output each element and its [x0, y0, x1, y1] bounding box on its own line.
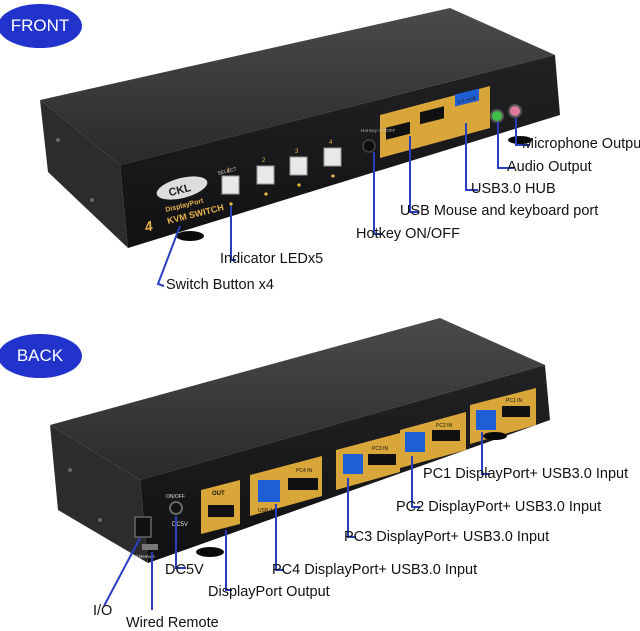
back-side-panel [50, 425, 148, 563]
led-4 [331, 174, 335, 178]
back-badge: BACK [0, 334, 82, 378]
front-top-panel [40, 8, 555, 165]
label-hotkey: Hotkey ON/OFF [356, 226, 460, 242]
audio-jack [490, 109, 504, 123]
label-dc5v: DC5V [165, 562, 204, 578]
wired-remote-small-text: Wired Remote [126, 554, 155, 559]
pc2-in-text: PC2 IN [436, 423, 453, 429]
led-3 [297, 183, 301, 187]
front-badge: FRONT [0, 4, 82, 48]
hotkey-button [362, 139, 376, 153]
label-usb-hub: USB3.0 HUB [471, 181, 556, 197]
back-top-panel [50, 318, 545, 480]
brand-text: CKL [167, 182, 192, 199]
dc5v-small-text: DC5V [172, 522, 188, 528]
label-displayport-output: DisplayPort Output [208, 584, 330, 600]
led-2 [264, 192, 268, 196]
led-1 [229, 202, 233, 206]
back-pointer-lines [103, 432, 490, 610]
usb-text-pc4: USB 3.0 [258, 508, 277, 514]
button-num-1: 1 [227, 168, 231, 174]
power-switch [134, 516, 152, 538]
front-pointer-lines [156, 118, 530, 287]
label-pc2-input: PC2 DisplayPort+ USB3.0 Input [396, 499, 602, 515]
label-switch-button: Switch Button x4 [166, 277, 274, 293]
dc-jack [169, 501, 183, 515]
pc1-in-text: PC1 IN [506, 398, 523, 404]
label-wired-remote: Wired Remote [126, 615, 219, 631]
usb-keyboard-port [420, 106, 444, 125]
switch-button-1 [221, 175, 240, 195]
label-usb-mouse-keyboard: USB Mouse and keyboard port [400, 203, 599, 219]
label-microphone-output: Microphone Output [522, 136, 640, 152]
label-pc3-input: PC3 DisplayPort+ USB3.0 Input [344, 529, 550, 545]
usb-mouse-port [386, 121, 410, 140]
button-num-4: 4 [329, 140, 333, 146]
button-num-3: 3 [295, 149, 299, 155]
label-io: I/O [93, 603, 113, 619]
ckl-logo [156, 176, 208, 200]
button-num-2: 2 [262, 158, 266, 164]
wired-remote-port [142, 544, 158, 550]
switch-button-4 [323, 147, 342, 167]
hotkey-small-text: Hot Key ON/OFF [361, 128, 396, 133]
mic-jack [508, 104, 522, 118]
front-side-panel [40, 100, 128, 248]
on-off-text: ON/OFF [166, 494, 185, 500]
out-text: OUT [212, 491, 225, 497]
switch-button-2 [256, 165, 275, 185]
label-pc4-input: PC4 DisplayPort+ USB3.0 Input [272, 562, 478, 578]
pc3-in-text: PC3 IN [372, 446, 389, 452]
pc4-in-text: PC4 IN [296, 468, 313, 474]
label-pc1-input: PC1 DisplayPort+ USB3.0 Input [423, 466, 629, 482]
switch-button-3 [289, 156, 308, 176]
usb-hub-port [455, 88, 479, 107]
hub-small-text: 3.0 HUB [457, 95, 477, 106]
label-indicator-led: Indicator LEDx5 [220, 251, 324, 267]
four-text: 4 [142, 217, 155, 235]
select-text: SELECT [217, 166, 237, 177]
label-audio-output: Audio Output [507, 159, 592, 175]
